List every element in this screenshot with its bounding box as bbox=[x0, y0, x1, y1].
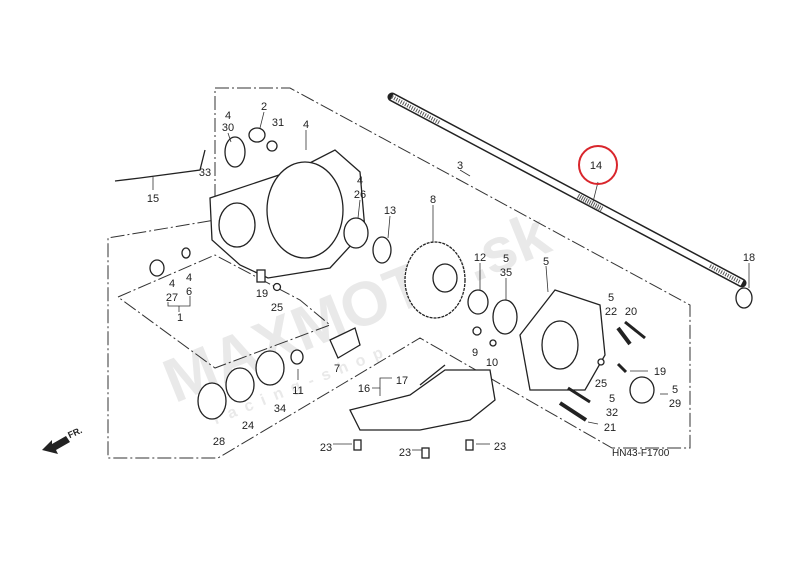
label[interactable]: 5 bbox=[543, 256, 549, 268]
bearing-26[interactable] bbox=[343, 217, 369, 249]
label[interactable]: 25 bbox=[271, 302, 283, 314]
subassembly-frame bbox=[117, 254, 331, 369]
label[interactable]: 35 bbox=[500, 267, 512, 279]
label[interactable]: 23 bbox=[494, 441, 506, 453]
washer-25b[interactable] bbox=[597, 358, 605, 366]
bolt-23c[interactable] bbox=[465, 439, 474, 451]
label[interactable]: 4 bbox=[357, 175, 363, 187]
label[interactable]: 5 bbox=[609, 393, 615, 405]
label[interactable]: 19 bbox=[654, 366, 666, 378]
label[interactable]: 18 bbox=[743, 252, 755, 264]
bolt-19b[interactable] bbox=[616, 362, 628, 374]
front-label: FR. bbox=[66, 425, 83, 440]
label[interactable]: 3 bbox=[457, 160, 463, 172]
label[interactable]: 27 bbox=[166, 292, 178, 304]
label[interactable]: 32 bbox=[606, 407, 618, 419]
label[interactable]: 24 bbox=[242, 420, 254, 432]
label[interactable]: 30 bbox=[222, 122, 234, 134]
washer-18[interactable] bbox=[735, 287, 753, 309]
bolt-19[interactable] bbox=[256, 269, 266, 283]
label[interactable]: 31 bbox=[272, 117, 284, 129]
bearing-35[interactable] bbox=[492, 299, 518, 335]
stud-22[interactable] bbox=[616, 326, 632, 346]
label[interactable]: 22 bbox=[605, 306, 617, 318]
label[interactable]: 17 bbox=[396, 375, 408, 387]
label[interactable]: 20 bbox=[625, 306, 637, 318]
callout-labels: 4 30 2 31 4 33 15 3 14 4 26 13 8 12 5 35… bbox=[147, 101, 755, 459]
label[interactable]: 11 bbox=[292, 385, 303, 397]
bolt-23b[interactable] bbox=[421, 447, 430, 459]
label[interactable]: 23 bbox=[399, 447, 411, 459]
label[interactable]: 25 bbox=[595, 378, 607, 390]
label[interactable]: 19 bbox=[256, 288, 268, 300]
oil-seal-29[interactable] bbox=[629, 376, 655, 404]
bearing-24[interactable] bbox=[225, 367, 255, 403]
skid-plate-16[interactable] bbox=[349, 369, 496, 431]
label[interactable]: 29 bbox=[669, 398, 681, 410]
part-2[interactable] bbox=[248, 127, 266, 143]
washer-25[interactable] bbox=[272, 282, 282, 292]
label-highlighted[interactable]: 14 bbox=[590, 160, 602, 172]
hose-17[interactable] bbox=[419, 364, 446, 386]
label[interactable]: 5 bbox=[672, 384, 678, 396]
diagram-code: HN43-F1700 bbox=[612, 448, 670, 459]
rear-axle-shaft[interactable] bbox=[387, 92, 747, 288]
stud-32[interactable] bbox=[567, 386, 591, 404]
shim-11[interactable] bbox=[290, 349, 304, 365]
nut-28[interactable] bbox=[197, 382, 227, 420]
label[interactable]: 16 bbox=[358, 383, 370, 395]
label[interactable]: 1 bbox=[177, 312, 183, 324]
label[interactable]: 4 bbox=[225, 110, 231, 122]
label[interactable]: 2 bbox=[261, 101, 267, 113]
bolt-20[interactable] bbox=[624, 320, 646, 340]
label[interactable]: 26 bbox=[354, 189, 366, 201]
oil-seal-30[interactable] bbox=[224, 136, 246, 168]
label[interactable]: 23 bbox=[320, 442, 332, 454]
label[interactable]: 28 bbox=[213, 436, 225, 448]
label[interactable]: 7 bbox=[334, 363, 340, 375]
label[interactable]: 5 bbox=[503, 253, 509, 265]
label[interactable]: 9 bbox=[472, 347, 478, 359]
breather-tube-15[interactable] bbox=[114, 149, 206, 182]
final-gear-case[interactable] bbox=[209, 149, 366, 279]
highlight-circle bbox=[578, 145, 618, 185]
gear-case-cover[interactable] bbox=[519, 289, 606, 391]
label[interactable]: 5 bbox=[608, 292, 614, 304]
bolt-21[interactable] bbox=[558, 401, 588, 422]
o-ring-6[interactable] bbox=[181, 247, 191, 259]
label[interactable]: 4 bbox=[186, 272, 192, 284]
shim-13[interactable] bbox=[372, 236, 392, 264]
part-27[interactable] bbox=[149, 259, 165, 277]
label[interactable]: 10 bbox=[486, 357, 498, 369]
label[interactable]: 33 bbox=[199, 167, 211, 179]
arrow-left-icon bbox=[42, 436, 70, 454]
label[interactable]: 8 bbox=[430, 194, 436, 206]
part-10[interactable] bbox=[489, 339, 497, 347]
label[interactable]: 13 bbox=[384, 205, 396, 217]
part-9[interactable] bbox=[472, 326, 482, 336]
label[interactable]: 4 bbox=[169, 278, 175, 290]
o-ring-31[interactable] bbox=[266, 140, 278, 152]
label[interactable]: 4 bbox=[303, 119, 309, 131]
pinion-gear-7[interactable] bbox=[329, 327, 361, 359]
label[interactable]: 15 bbox=[147, 193, 159, 205]
bearing-34[interactable] bbox=[255, 350, 285, 386]
label[interactable]: 12 bbox=[474, 252, 486, 264]
assembly-frame bbox=[107, 87, 691, 459]
ring-gear-8[interactable] bbox=[404, 241, 466, 319]
bolt-23a[interactable] bbox=[353, 439, 362, 451]
leader-lines bbox=[152, 111, 750, 451]
shim-12[interactable] bbox=[467, 289, 489, 315]
label[interactable]: 21 bbox=[604, 422, 616, 434]
front-direction-marker: FR. bbox=[42, 425, 84, 454]
label[interactable]: 34 bbox=[274, 403, 286, 415]
label[interactable]: 6 bbox=[186, 286, 192, 298]
